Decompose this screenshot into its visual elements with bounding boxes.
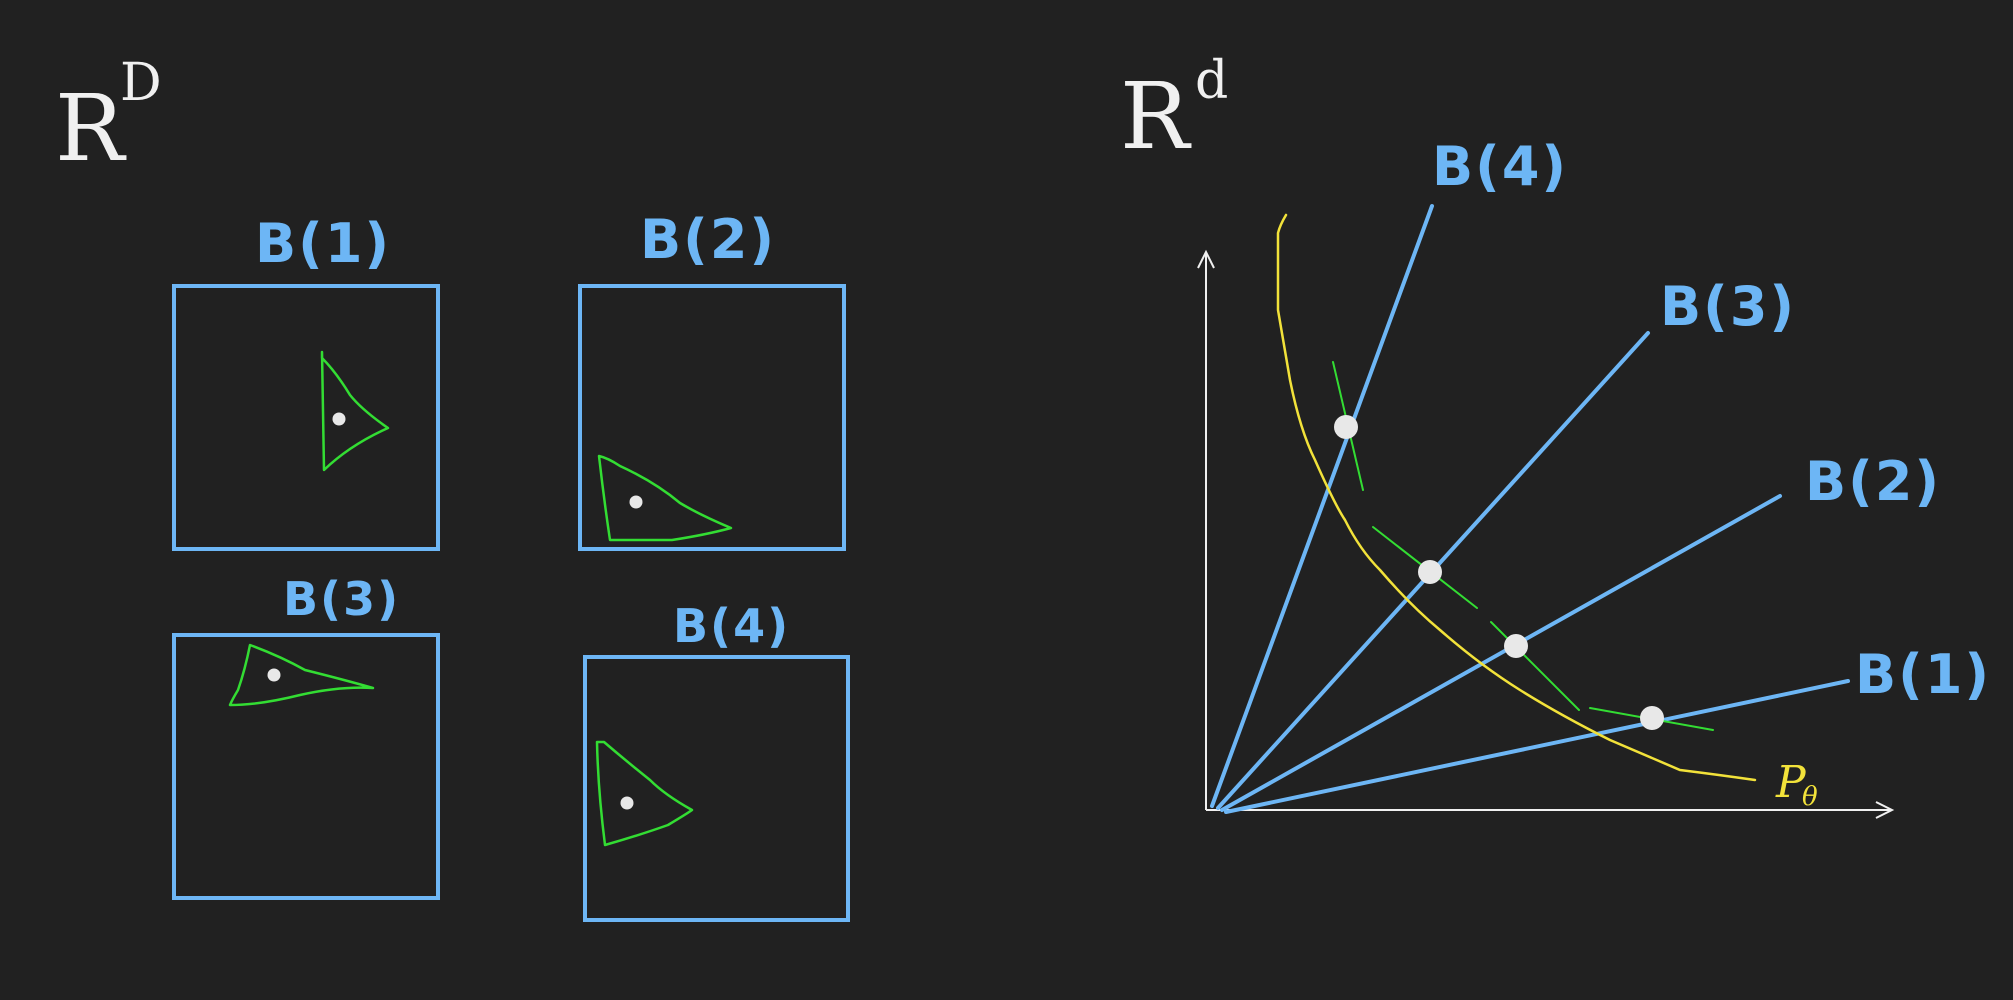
right-space-exponent: d	[1195, 51, 1228, 111]
point-b1	[1640, 706, 1664, 730]
box-b1-frame	[172, 284, 440, 551]
box-b2-label: B(2)	[640, 208, 776, 271]
box-b4-region	[595, 740, 694, 847]
y-axis-arrow-icon	[1197, 249, 1215, 269]
ray-b2-label: B(2)	[1805, 450, 1941, 513]
x-axis-arrow-icon	[1875, 801, 1895, 819]
left-space-symbol: R	[55, 75, 127, 182]
intersection-points	[1334, 415, 1664, 730]
manifold-curve	[1276, 213, 1757, 782]
right-space-symbol: R	[1120, 63, 1192, 170]
box-b4-point	[620, 796, 634, 810]
box-b3-region	[228, 643, 375, 707]
ray-b1-label: B(1)	[1855, 643, 1991, 706]
point-b2	[1504, 634, 1528, 658]
box-b1-label: B(1)	[255, 212, 391, 275]
point-b4	[1334, 415, 1358, 439]
box-b3-point	[267, 668, 281, 682]
point-b3	[1418, 560, 1442, 584]
ray-b4	[1210, 204, 1434, 808]
curve-label-subscript: θ	[1802, 782, 1818, 812]
box-b3-label: B(3)	[283, 572, 400, 626]
box-b4-label: B(4)	[673, 599, 790, 653]
left-space-exponent: D	[120, 53, 162, 113]
curve-label-symbol: P	[1775, 757, 1807, 808]
box-b2: B(2)	[578, 208, 846, 551]
box-b1-region	[320, 350, 390, 472]
box-b2-point	[629, 495, 643, 509]
box-b4-frame	[583, 655, 850, 922]
curve-label: P θ	[1775, 757, 1818, 812]
box-b2-region	[597, 454, 733, 542]
axes	[1197, 249, 1895, 819]
box-b3: B(3)	[172, 572, 440, 900]
ray-b2	[1220, 494, 1782, 812]
box-b1-point	[332, 412, 346, 426]
box-b1: B(1)	[172, 212, 440, 551]
box-b4: B(4)	[583, 599, 850, 922]
ray-b4-label: B(4)	[1432, 135, 1568, 198]
box-b2-frame	[578, 284, 846, 551]
box-b3-frame	[172, 633, 440, 900]
ray-b3-label: B(3)	[1660, 275, 1796, 338]
tangent-b2	[1490, 621, 1580, 711]
left-space-title: R D	[55, 53, 162, 182]
ray-b1	[1224, 679, 1850, 814]
tangent-segments	[1332, 361, 1714, 731]
right-space-title: R d	[1120, 51, 1228, 170]
